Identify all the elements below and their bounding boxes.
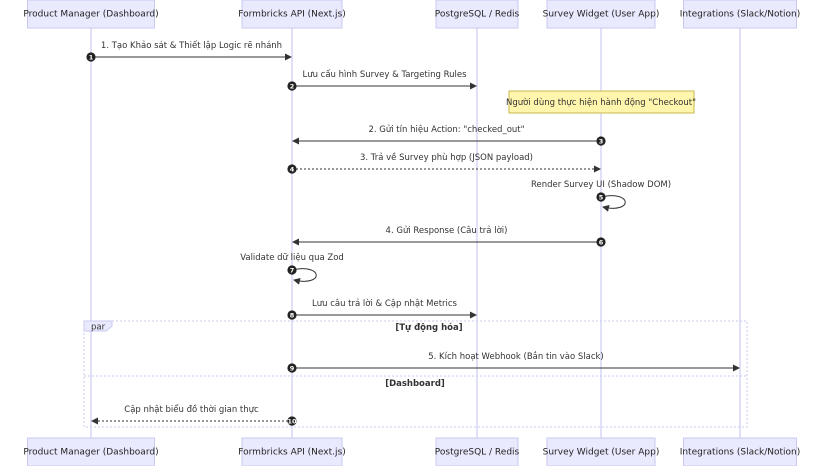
message-label: 1. Tạo Khảo sát & Thiết lập Logic rẽ nhá… xyxy=(101,40,282,51)
actor-label: Integrations (Slack/Notion) xyxy=(680,448,801,458)
message-8: Lưu câu trả lời & Cập nhật Metrics 8 xyxy=(287,298,477,320)
actor-label: PostgreSQL / Redis xyxy=(435,10,520,20)
actor-box xyxy=(683,0,797,29)
sequence-number-badge xyxy=(596,192,606,202)
actor-box xyxy=(546,0,656,29)
message-label: Render Survey UI (Shadow DOM) xyxy=(531,180,671,190)
message-arrow xyxy=(600,195,626,212)
notes: Người dùng thực hiện hành động "Checkout… xyxy=(506,90,696,114)
message-label: Lưu cấu hình Survey & Targeting Rules xyxy=(302,69,467,80)
actor-box xyxy=(546,437,656,466)
sequence-number: 6 xyxy=(599,238,604,246)
message-4: 3. Trả về Survey phù hợp (JSON payload) 4 xyxy=(287,152,601,174)
sequence-number-badge xyxy=(86,52,96,62)
actor-label: Survey Widget (User App) xyxy=(543,10,660,20)
message-label: Lưu câu trả lời & Cập nhật Metrics xyxy=(312,298,458,309)
actor-label: Product Manager (Dashboard) xyxy=(23,448,158,458)
actor-box xyxy=(435,437,519,466)
sequence-number: 5 xyxy=(599,193,604,201)
actor-pm-bottom: Product Manager (Dashboard) xyxy=(23,437,159,466)
par-frame: par [Tự động hóa] [Dashboard] xyxy=(83,320,748,428)
sequence-number: 8 xyxy=(290,311,295,319)
message-1: 1. Tạo Khảo sát & Thiết lập Logic rẽ nhá… xyxy=(86,40,292,62)
actor-label: Integrations (Slack/Notion) xyxy=(680,10,801,20)
note-text: Người dùng thực hiện hành động "Checkout… xyxy=(506,97,696,108)
actor-api-top: Formbricks API (Next.js) xyxy=(238,0,346,29)
actor-api-bottom: Formbricks API (Next.js) xyxy=(238,437,346,466)
actor-box xyxy=(683,437,797,466)
message-10: Cập nhật biểu đồ thời gian thực 10 xyxy=(91,404,297,426)
actor-label: Product Manager (Dashboard) xyxy=(23,10,158,20)
actor-integ-top: Integrations (Slack/Notion) xyxy=(680,0,801,29)
messages: 1. Tạo Khảo sát & Thiết lập Logic rẽ nhá… xyxy=(86,40,740,426)
sequence-number: 9 xyxy=(290,364,295,372)
message-7: Validate dữ liệu qua Zod 7 xyxy=(240,252,344,285)
sequence-number-badge xyxy=(287,265,297,275)
par-section-label: [Dashboard] xyxy=(385,379,445,389)
message-label: Cập nhật biểu đồ thời gian thực xyxy=(124,404,259,415)
actor-label: PostgreSQL / Redis xyxy=(435,448,520,458)
message-label: Validate dữ liệu qua Zod xyxy=(240,252,344,263)
actor-box xyxy=(435,0,519,29)
sequence-number: 3 xyxy=(599,137,604,145)
actor-widget-top: Survey Widget (User App) xyxy=(543,0,660,29)
actor-label: Formbricks API (Next.js) xyxy=(238,10,345,20)
message-5: Render Survey UI (Shadow DOM) 5 xyxy=(531,180,671,212)
sequence-number-badge xyxy=(287,310,297,320)
sequence-number: 7 xyxy=(290,266,295,274)
message-9: 5. Kích hoạt Webhook (Bắn tin vào Slack)… xyxy=(287,351,740,373)
message-arrow xyxy=(291,268,317,285)
actor-label: Survey Widget (User App) xyxy=(543,448,660,458)
sequence-number-badge xyxy=(287,81,297,91)
note-box xyxy=(508,90,695,114)
message-label: 3. Trả về Survey phù hợp (JSON payload) xyxy=(360,152,533,163)
actors-bottom: Product Manager (Dashboard) Formbricks AP… xyxy=(23,437,801,466)
par-frame-border xyxy=(83,320,748,428)
actor-box xyxy=(27,437,155,466)
actor-integ-bottom: Integrations (Slack/Notion) xyxy=(680,437,801,466)
actor-db-top: PostgreSQL / Redis xyxy=(435,0,520,29)
actor-db-bottom: PostgreSQL / Redis xyxy=(435,437,520,466)
par-section-label: [Tự động hóa] xyxy=(395,322,462,333)
actor-box xyxy=(241,0,343,29)
sequence-number-badge xyxy=(287,416,297,426)
actor-box xyxy=(27,0,155,29)
actor-widget-bottom: Survey Widget (User App) xyxy=(543,437,660,466)
par-frame-tag xyxy=(83,320,113,332)
sequence-number-badge xyxy=(596,237,606,247)
sequence-number-badge xyxy=(287,164,297,174)
sequence-number-badge xyxy=(287,363,297,373)
sequence-number-badge xyxy=(596,136,606,146)
message-label: 2. Gửi tín hiệu Action: "checked_out" xyxy=(368,124,524,135)
actors-top: Product Manager (Dashboard) Formbricks AP… xyxy=(23,0,801,29)
message-2: Lưu cấu hình Survey & Targeting Rules 2 xyxy=(287,69,477,91)
message-6: 4. Gửi Response (Câu trả lời) 6 xyxy=(292,225,606,247)
sequence-number: 2 xyxy=(290,82,295,90)
sequence-number: 4 xyxy=(290,165,295,173)
message-label: 5. Kích hoạt Webhook (Bắn tin vào Slack) xyxy=(428,351,604,362)
message-3: 2. Gửi tín hiệu Action: "checked_out" 3 xyxy=(292,124,606,146)
message-label: 4. Gửi Response (Câu trả lời) xyxy=(386,225,508,236)
actor-pm-top: Product Manager (Dashboard) xyxy=(23,0,159,29)
sequence-number: 10 xyxy=(287,417,297,425)
sequence-number: 1 xyxy=(89,53,94,61)
par-keyword: par xyxy=(91,323,106,333)
actor-box xyxy=(241,437,343,466)
actor-label: Formbricks API (Next.js) xyxy=(238,448,345,458)
